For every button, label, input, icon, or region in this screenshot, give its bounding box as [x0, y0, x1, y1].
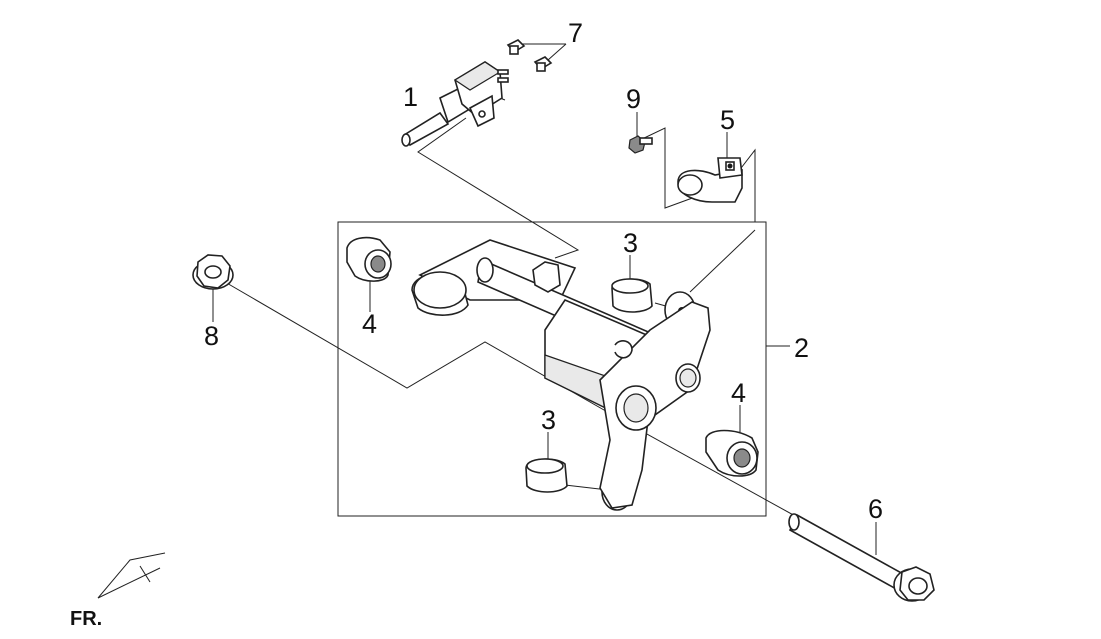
callout-1: 1 [403, 82, 418, 112]
part-9-bolt [628, 135, 653, 154]
callout-6: 6 [868, 494, 883, 524]
part-5-bracket [677, 157, 743, 203]
part-8-flange-nut [192, 254, 234, 290]
part-1-sensor-switch [401, 61, 509, 147]
callout-7: 7 [568, 18, 583, 48]
assembly-frame [337, 221, 767, 517]
part-7-screws [506, 39, 553, 72]
part-6-long-bolt [788, 513, 935, 602]
callout-3-lower: 3 [541, 405, 556, 435]
callout-9: 9 [626, 84, 641, 114]
part-2-swing-arm-bracket [411, 239, 711, 509]
callout-4-upper: 4 [362, 309, 377, 339]
callout-5: 5 [720, 105, 735, 135]
part-4-bushing-upper [346, 236, 392, 282]
front-direction-arrow-icon [97, 552, 166, 599]
leader-lines [212, 43, 877, 555]
callout-4-lower: 4 [731, 378, 746, 408]
front-direction-label: FR. [70, 608, 102, 630]
callout-3-upper: 3 [623, 228, 638, 258]
callout-2: 2 [794, 333, 809, 363]
callout-8: 8 [204, 321, 219, 351]
part-4-bushing-lower [705, 429, 759, 477]
